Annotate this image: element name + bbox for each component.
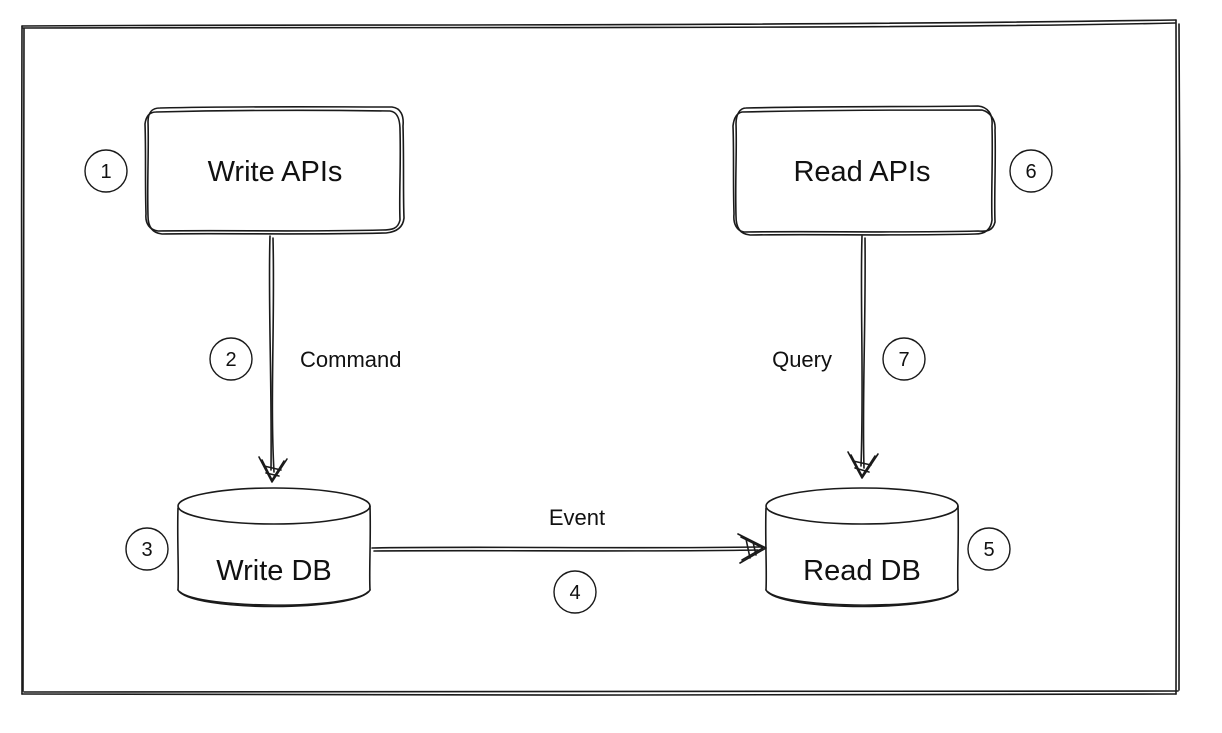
write-apis-label: Write APIs [208, 156, 343, 188]
step-4-number: 4 [569, 582, 580, 604]
command-arrow [258, 235, 288, 483]
write-db-label: Write DB [216, 555, 331, 587]
write-db-cylinder: Write DB [176, 487, 372, 608]
step-2-number: 2 [225, 349, 236, 371]
step-3-number: 3 [141, 539, 152, 561]
step-badge-4: 4 [553, 570, 597, 614]
event-label: Event [549, 505, 605, 530]
read-db-label: Read DB [803, 555, 921, 587]
step-6-number: 6 [1025, 161, 1036, 183]
read-apis-box: Read APIs [732, 105, 997, 236]
event-arrow [371, 533, 767, 564]
command-label: Command [300, 347, 401, 372]
step-1-number: 1 [100, 161, 111, 183]
step-badge-2: 2 [209, 337, 253, 381]
step-badge-5: 5 [967, 527, 1011, 571]
read-db-cylinder: Read DB [764, 487, 960, 608]
query-arrow [847, 235, 879, 479]
outer-frame [20, 19, 1181, 696]
step-badge-6: 6 [1009, 149, 1053, 193]
step-5-number: 5 [983, 539, 994, 561]
query-label: Query [772, 347, 832, 372]
write-apis-box: Write APIs [144, 105, 405, 235]
step-badge-1: 1 [84, 149, 128, 193]
step-badge-3: 3 [125, 527, 169, 571]
read-apis-label: Read APIs [793, 156, 930, 188]
step-7-number: 7 [898, 349, 909, 371]
step-badge-7: 7 [882, 337, 926, 381]
